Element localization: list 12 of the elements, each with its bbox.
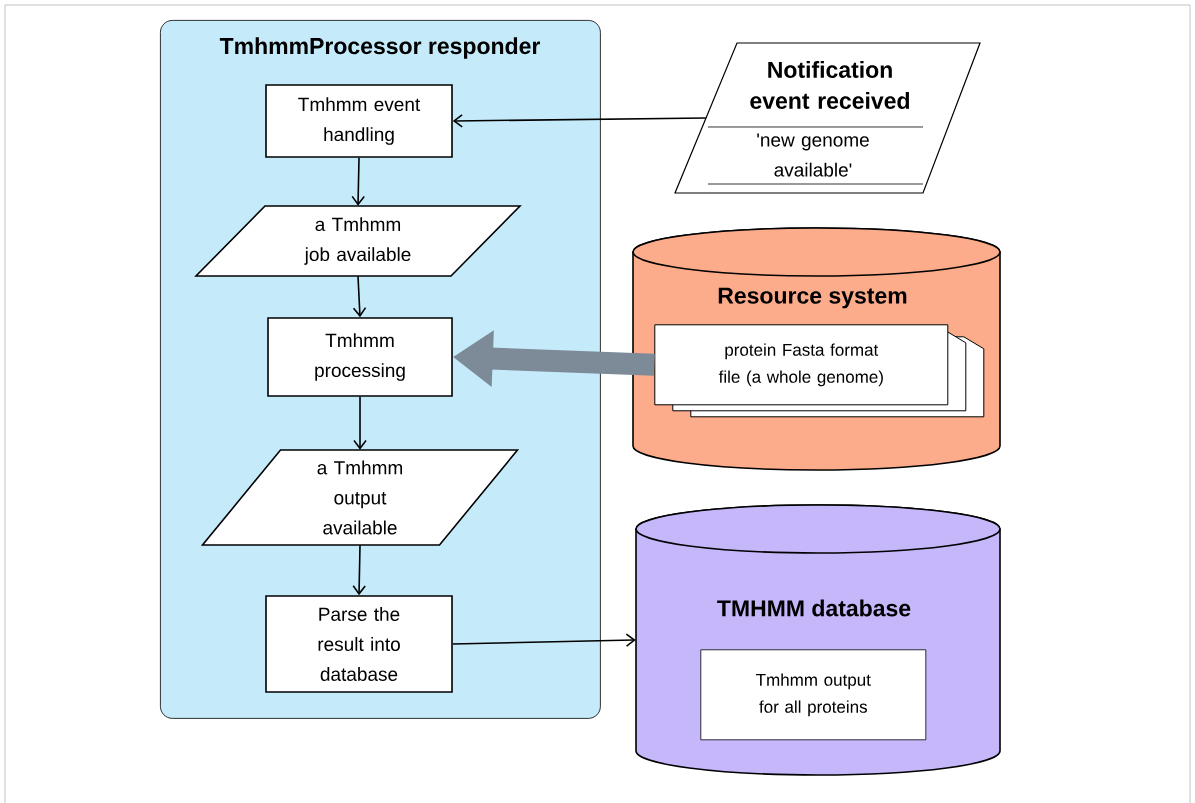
arrow bbox=[352, 544, 366, 596]
arrow bbox=[452, 114, 707, 128]
arrow bbox=[353, 396, 367, 450]
process-box: Tmhmm processing bbox=[267, 317, 453, 397]
process-box: Tmhmm event handling bbox=[265, 84, 453, 158]
arrow bbox=[352, 275, 367, 318]
process-box: Parse the result into database bbox=[265, 595, 453, 693]
event-parallelogram: Notification event received 'new genome available' bbox=[674, 42, 981, 194]
document-stack: protein Fasta format file (a whole genome) bbox=[654, 324, 985, 418]
arrow bbox=[452, 633, 636, 647]
content-box: Tmhmm output for all proteins bbox=[700, 649, 927, 741]
arrow bbox=[351, 157, 365, 206]
